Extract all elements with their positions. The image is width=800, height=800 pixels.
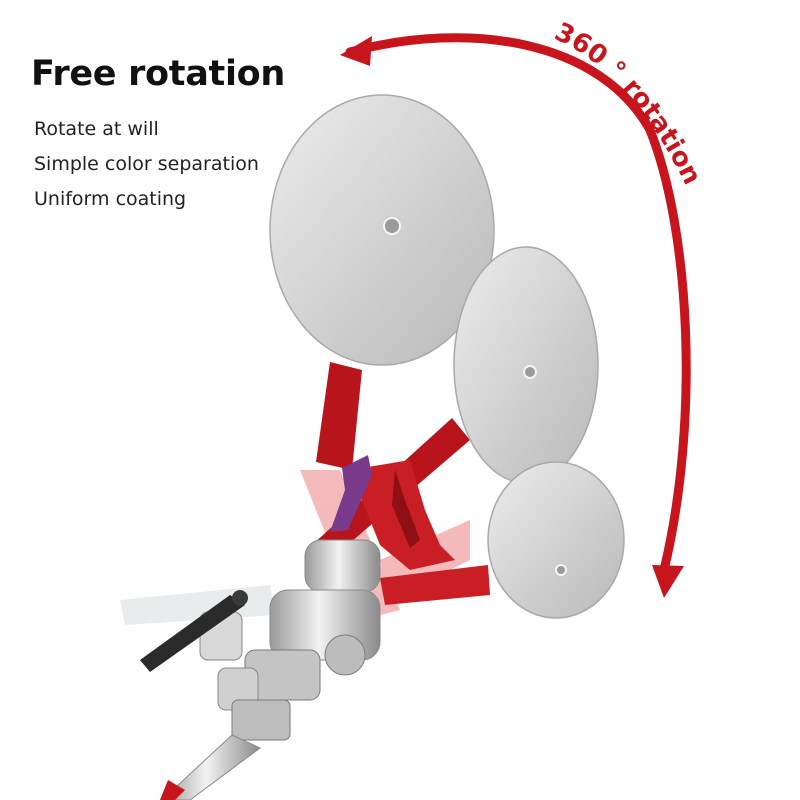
disc-medium — [453, 246, 599, 484]
trigger-guard — [350, 460, 455, 570]
trigger — [330, 455, 372, 532]
rotation-arrow — [340, 33, 691, 598]
lock-lever — [140, 590, 248, 672]
disc-small — [487, 461, 625, 619]
extension-pole — [160, 734, 261, 800]
gun-body — [199, 539, 381, 741]
headline-title: Free rotation — [31, 54, 286, 94]
disc-large — [269, 94, 495, 366]
feature-item: Rotate at will — [34, 118, 159, 140]
feature-item: Uniform coating — [34, 188, 187, 210]
feature-list: Rotate at will Simple color separation U… — [34, 116, 259, 221]
feature-item: Simple color separation — [34, 153, 259, 175]
rotation-label: 360 ° rotation — [550, 17, 707, 189]
